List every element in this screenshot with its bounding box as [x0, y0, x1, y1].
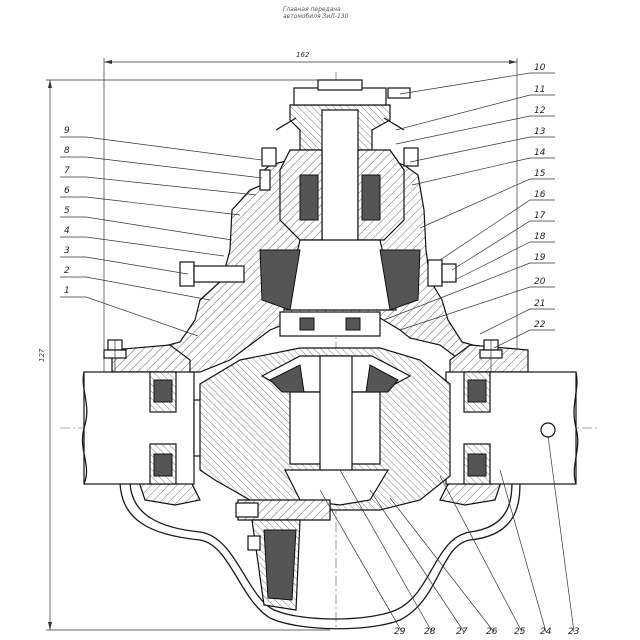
callout-24: 24: [540, 627, 552, 637]
right-side-bolt: [427, 259, 457, 287]
callout-28: 28: [424, 627, 436, 637]
callout-8: 8: [64, 146, 70, 156]
callout-7: 7: [64, 166, 70, 176]
pinion-assembly: [259, 79, 421, 337]
callout-21: 21: [534, 299, 545, 309]
callout-3: 3: [64, 246, 70, 256]
spider-pin: [319, 355, 353, 473]
callout-18: 18: [534, 232, 546, 242]
lower-housing: [119, 479, 521, 630]
callout-1: 1: [64, 286, 70, 296]
right-wheel-bearing: [463, 371, 491, 485]
callout-15: 15: [534, 169, 546, 179]
drawing-title-line2: автомобиля ЗиЛ-130: [283, 13, 349, 20]
left-side-bolt: [179, 261, 245, 287]
callout-4: 4: [64, 226, 70, 236]
callout-16: 16: [534, 190, 546, 200]
callout-20: 20: [534, 277, 546, 287]
callout-13: 13: [534, 127, 546, 137]
callout-23: 23: [568, 627, 580, 637]
callout-12: 12: [534, 106, 546, 116]
callout-27: 27: [456, 627, 468, 637]
callout-19: 19: [534, 253, 546, 263]
callout-17: 17: [534, 211, 546, 221]
shaft-hole: [540, 422, 556, 438]
callout-14: 14: [534, 148, 546, 158]
drawing-title-line1: Главная передача: [283, 6, 341, 13]
callout-11: 11: [534, 85, 545, 95]
width-dimension: 162: [103, 51, 518, 380]
callout-25: 25: [514, 627, 526, 637]
callout-9: 9: [64, 126, 70, 136]
height-dimension: 1 2 7: [38, 79, 330, 631]
callout-5: 5: [64, 206, 70, 216]
callout-26: 26: [486, 627, 498, 637]
left-callout-leaders: [60, 136, 263, 337]
callout-6: 6: [64, 186, 70, 196]
height-dimension-value: 127: [38, 348, 46, 362]
drive-pinion: [283, 239, 397, 311]
callout-22: 22: [534, 320, 546, 330]
ring-gear: [235, 499, 331, 611]
callout-10: 10: [534, 63, 546, 73]
callout-29: 29: [394, 627, 406, 637]
width-dimension-value: 162: [296, 51, 310, 59]
callout-2: 2: [64, 266, 70, 276]
bottom-callout-leaders: [319, 435, 575, 633]
right-callout-leaders: [383, 72, 555, 349]
left-wheel-bearing: [149, 371, 177, 485]
